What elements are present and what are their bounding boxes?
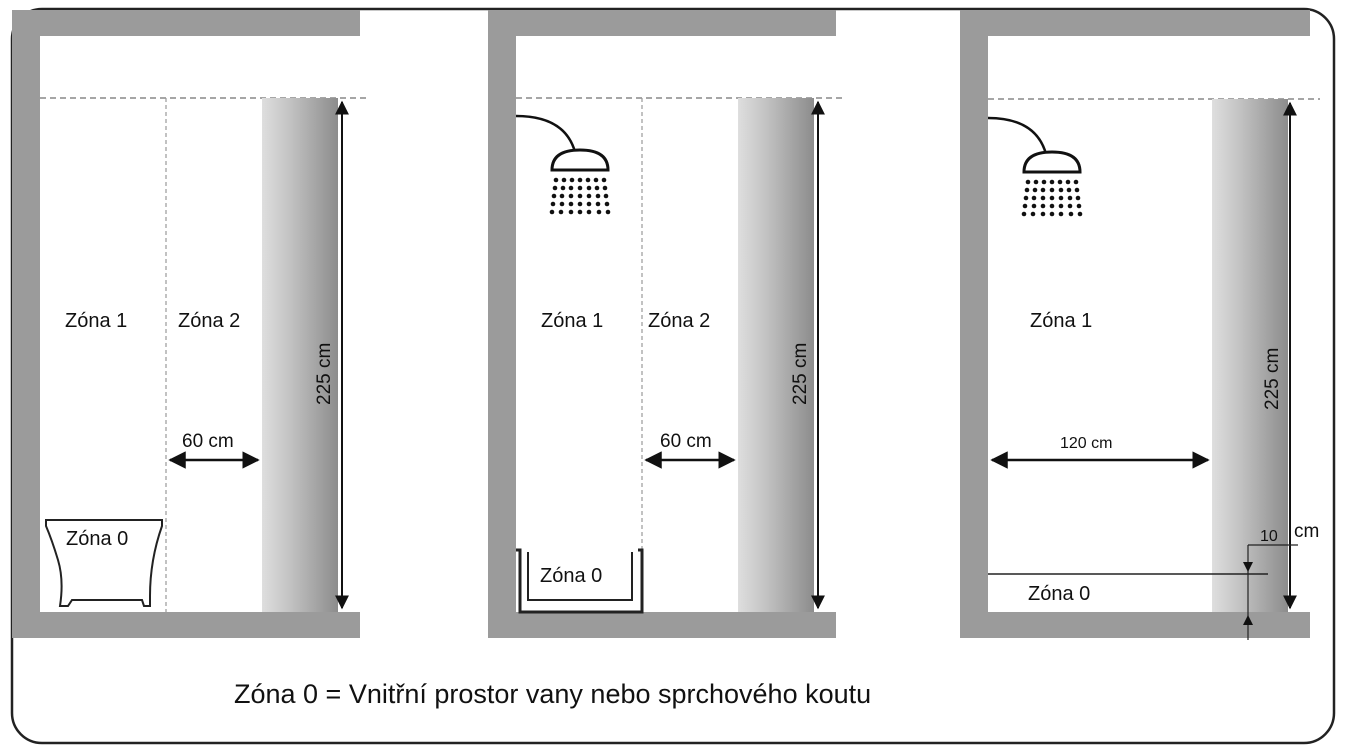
label-height: 225 cm — [790, 343, 811, 405]
label-zone1: Zóna 1 — [541, 310, 603, 332]
label-zone2: Zóna 2 — [178, 310, 240, 332]
label-height: 225 cm — [314, 343, 335, 405]
shower-head-icon — [987, 116, 1083, 217]
bathtub-icon — [45, 519, 163, 607]
wall-top — [960, 10, 1310, 36]
wall-top — [488, 10, 836, 36]
label-offset-unit: cm — [1294, 521, 1319, 542]
label-width: 120 cm — [1060, 435, 1112, 452]
panel-bathtub-shower: Zóna 1 Zóna 2 Zóna 0 60 cm 225 cm — [488, 10, 846, 638]
caption: Zóna 0 = Vnitřní prostor vany nebo sprch… — [234, 679, 871, 709]
zone2-pillar — [262, 98, 338, 612]
label-height: 225 cm — [1262, 348, 1283, 410]
wall-left — [960, 10, 988, 638]
label-offset-num: 10 — [1260, 528, 1278, 545]
bathtub-tray-icon — [516, 548, 644, 614]
panel-shower-floor: Zóna 1 Zóna 0 120 cm 10 cm 225 cm — [960, 10, 1320, 640]
zone2-pillar — [1212, 99, 1288, 612]
label-width: 60 cm — [182, 431, 234, 452]
label-zone1: Zóna 1 — [65, 310, 127, 332]
panel-bathtub-freestanding: Zóna 1 Zóna 2 Zóna 0 60 cm 225 cm — [12, 10, 370, 638]
label-zone1: Zóna 1 — [1030, 310, 1092, 332]
floor — [12, 612, 360, 638]
floor — [488, 612, 836, 638]
floor — [960, 612, 1310, 638]
wall-top — [12, 10, 360, 36]
shower-head-icon — [515, 114, 611, 215]
wall-left — [12, 10, 40, 638]
zone2-pillar — [738, 98, 814, 612]
label-zone0: Zóna 0 — [540, 565, 602, 587]
label-zone0: Zóna 0 — [1028, 583, 1090, 605]
label-zone2: Zóna 2 — [648, 310, 710, 332]
label-zone0: Zóna 0 — [66, 528, 128, 550]
wall-left — [488, 10, 516, 638]
offset-dimension — [1243, 544, 1298, 640]
label-width: 60 cm — [660, 431, 712, 452]
